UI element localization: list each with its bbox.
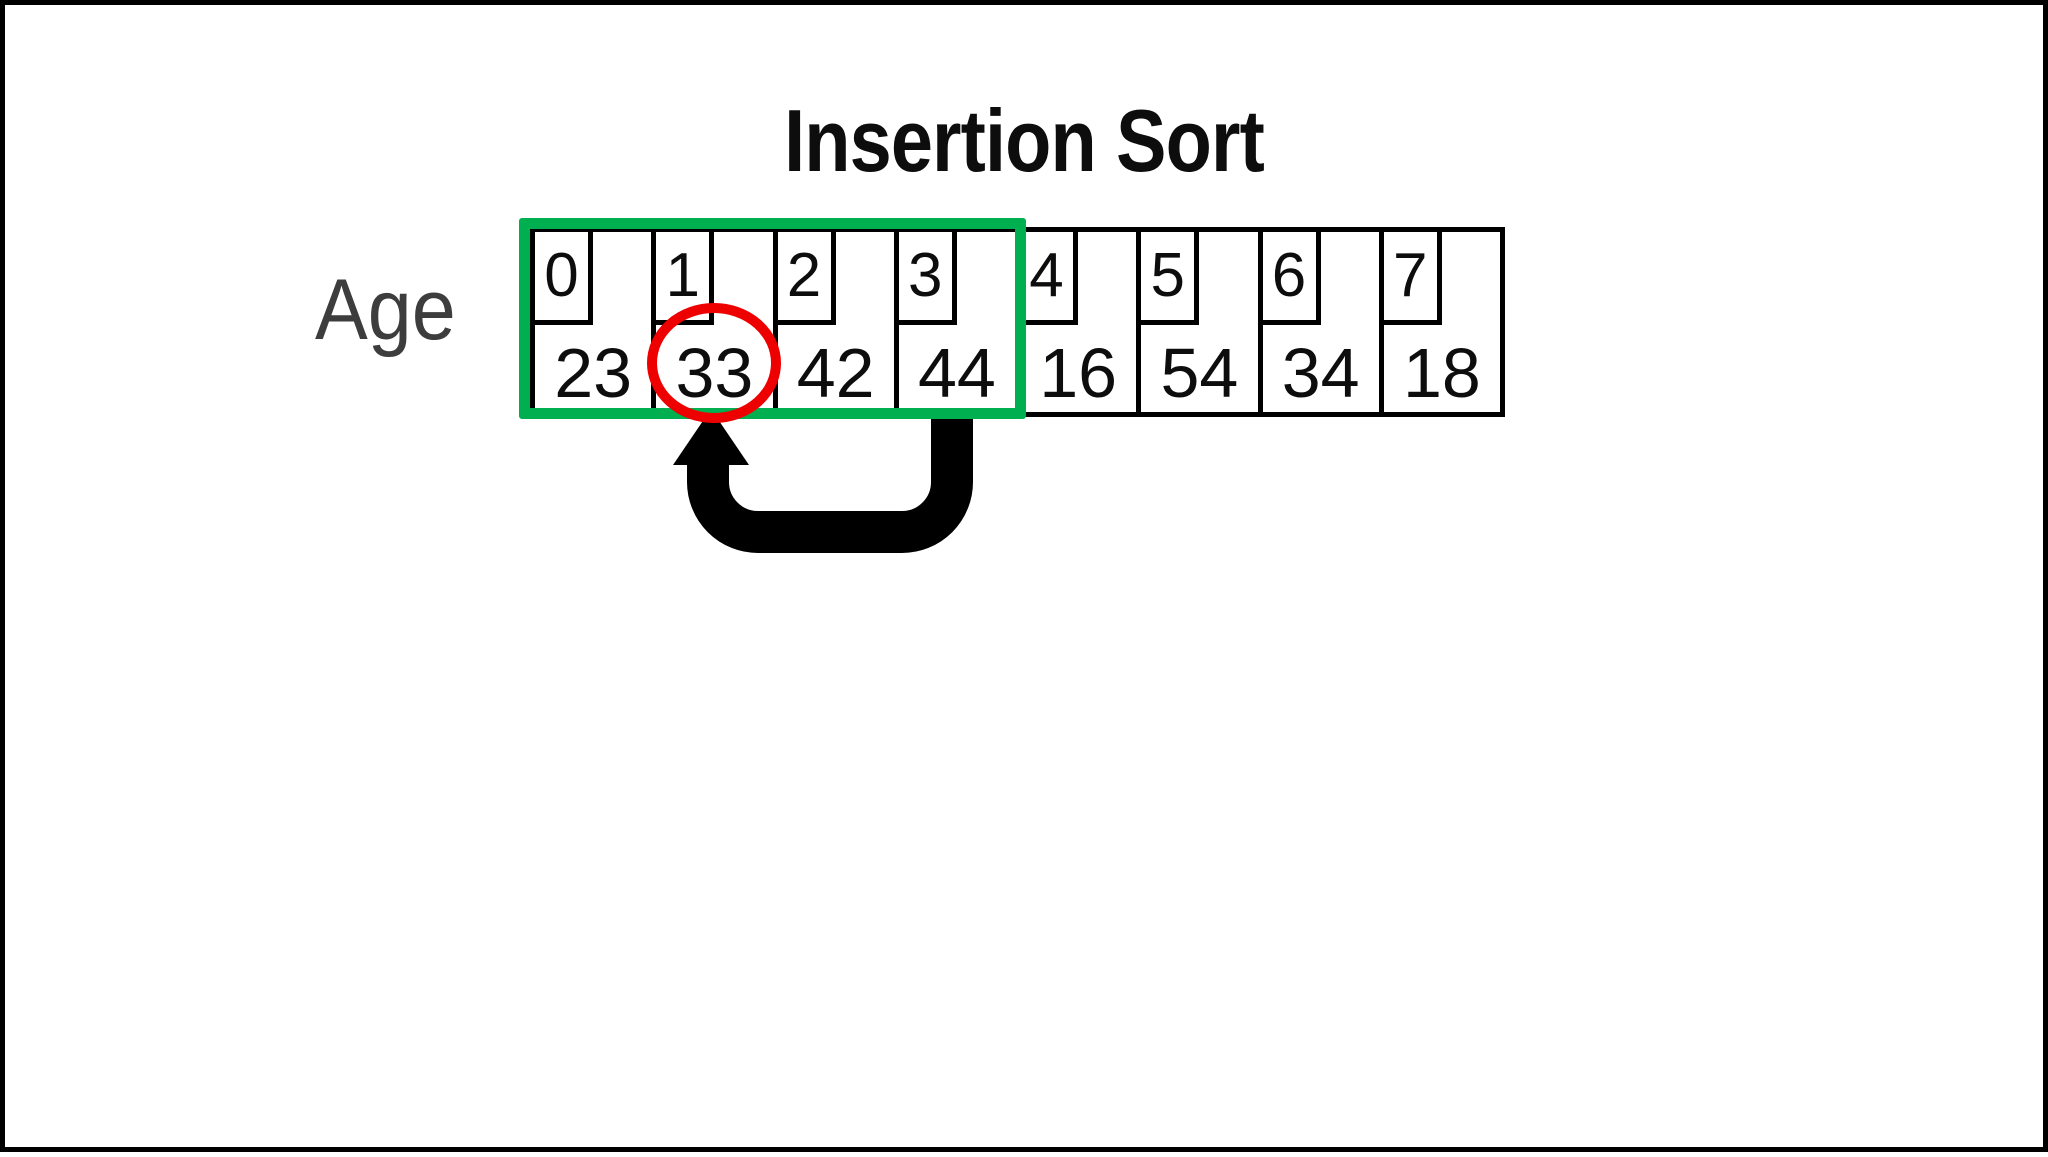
- cell-index-box: 0: [535, 232, 593, 325]
- page-title-text: Insertion Sort: [784, 91, 1265, 190]
- cell-index: 0: [544, 241, 579, 310]
- age-array: 0 23 1 33 2 42 3 44 4 16 5 54 6: [530, 227, 1505, 417]
- array-cell: 6 34: [1257, 227, 1384, 417]
- array-row-label: Age: [315, 262, 456, 358]
- cell-value: 54: [1160, 334, 1239, 412]
- cell-index: 4: [1029, 241, 1064, 310]
- cell-index-box: 1: [656, 232, 715, 325]
- array-cell: 4 16: [1015, 227, 1142, 417]
- cell-value: 44: [917, 334, 996, 412]
- cell-index-box: 4: [1020, 232, 1078, 325]
- cell-index-box: 7: [1383, 232, 1442, 325]
- u-turn-arrow-head: [673, 409, 749, 465]
- cell-value: 33: [675, 334, 754, 412]
- array-cell: 5 54: [1136, 227, 1263, 417]
- cell-value: 18: [1402, 334, 1481, 412]
- cell-value: 42: [796, 334, 875, 412]
- cell-index: 6: [1271, 241, 1307, 310]
- cell-index: 2: [786, 241, 822, 310]
- cell-index-box: 2: [777, 232, 836, 325]
- array-cell: 0 23: [530, 227, 657, 417]
- array-cell: 3 44: [893, 227, 1020, 417]
- cell-index: 1: [665, 241, 700, 310]
- array-cell: 2 42: [772, 227, 899, 417]
- array-cell: 1 33: [651, 227, 778, 417]
- cell-index: 3: [908, 241, 943, 310]
- page-title: Insertion Sort: [5, 97, 2043, 185]
- array-cell: 7 18: [1378, 227, 1505, 417]
- cell-value: 16: [1039, 334, 1118, 412]
- cell-index: 7: [1393, 241, 1428, 310]
- cell-index: 5: [1150, 241, 1185, 310]
- u-turn-arrow-shaft: [687, 409, 973, 553]
- cell-value: 34: [1281, 334, 1360, 412]
- cell-index-box: 3: [898, 232, 957, 325]
- cell-index-box: 5: [1141, 232, 1200, 325]
- cell-value: 23: [554, 334, 633, 412]
- cell-index-box: 6: [1262, 232, 1321, 325]
